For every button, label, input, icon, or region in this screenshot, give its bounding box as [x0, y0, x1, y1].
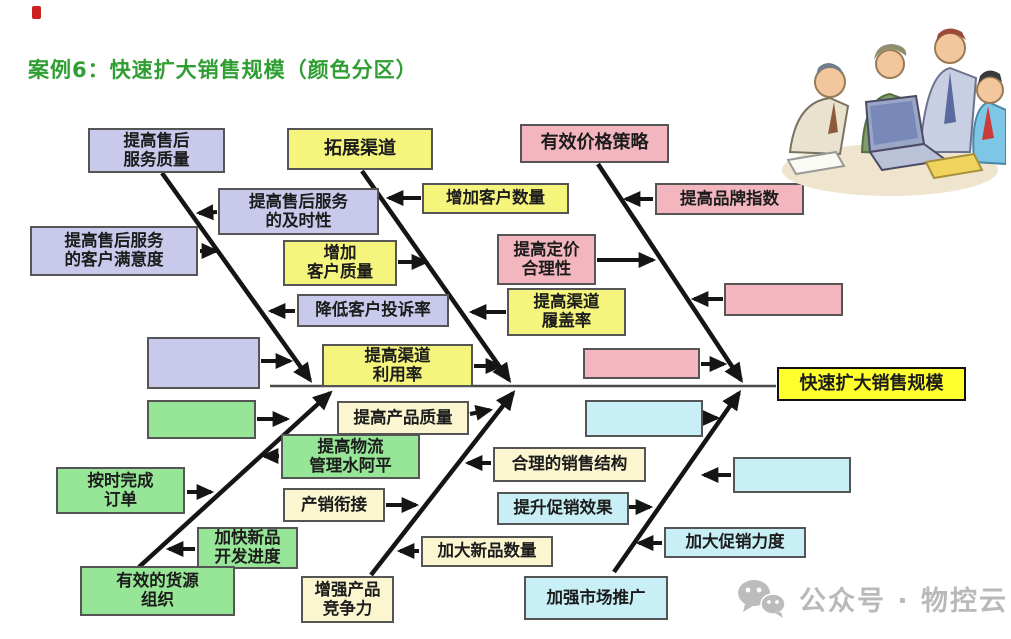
node-brand-index: 提高品牌指数 [655, 183, 804, 215]
node-increase-customer-quality: 增加 客户质量 [283, 240, 397, 286]
node-after-sales-timeliness: 提高售后服务 的及时性 [218, 188, 379, 235]
node-promotion-strength: 加大促销力度 [664, 527, 806, 558]
node-pink-empty-2 [583, 348, 700, 379]
node-purple-empty [147, 337, 260, 389]
node-market-promotion: 加强市场推广 [524, 576, 668, 620]
wechat-icon [738, 580, 786, 618]
red-corner-mark [32, 6, 41, 19]
node-after-sales-customer-satisfaction: 提高售后服务 的客户满意度 [30, 226, 198, 276]
arrow-n2 [195, 204, 218, 221]
bone-price [596, 162, 743, 384]
node-cyan-empty-1 [585, 400, 703, 437]
node-channel-utilization: 提高渠道 利用率 [322, 344, 473, 387]
bone-product [369, 390, 516, 577]
slide-title: 案例6：快速扩大销售规模（颜色分区） [28, 58, 418, 82]
watermark: 公众号 · 物控云 [735, 578, 1008, 618]
watermark-text: 公众号 · 物控云 [799, 585, 1009, 617]
node-effect-expand-sales: 快速扩大销售规模 [777, 367, 966, 401]
node-more-new-products: 加大新品数量 [421, 536, 553, 567]
bone-after-sales [160, 171, 313, 383]
node-product-competitiveness: 增强产品 竞争力 [301, 576, 394, 623]
node-pricing-rationality: 提高定价 合理性 [497, 234, 596, 285]
team-illustration [782, 28, 1006, 196]
node-reduce-complaint-rate: 降低客户投诉率 [297, 294, 449, 327]
node-on-time-orders: 按时完成 订单 [56, 467, 185, 514]
node-after-sales-service-quality: 提高售后 服务质量 [88, 128, 225, 173]
node-expand-channels: 拓展渠道 [287, 128, 433, 170]
node-rational-sales-structure: 合理的销售结构 [493, 447, 646, 482]
node-increase-customer-count: 增加客户数量 [422, 183, 569, 214]
node-channel-coverage: 提高渠道 履盖率 [507, 288, 626, 336]
node-effective-price-strategy: 有效价格策略 [520, 124, 669, 163]
node-pink-empty-1 [724, 283, 843, 316]
node-production-sales-link: 产销衔接 [283, 488, 385, 522]
node-product-quality: 提高产品质量 [337, 401, 469, 435]
node-green-empty [147, 400, 256, 439]
bone-supply [137, 390, 333, 569]
node-logistics-management-level: 提高物流 管理水阿平 [281, 434, 420, 479]
node-effective-supply-organization: 有效的货源 组织 [80, 566, 235, 616]
node-promotion-effect: 提升促销效果 [497, 492, 629, 525]
arrow-n21 [469, 404, 494, 421]
node-cyan-empty-2 [733, 457, 851, 493]
node-speed-new-product-dev: 加快新品 开发进度 [197, 527, 298, 569]
